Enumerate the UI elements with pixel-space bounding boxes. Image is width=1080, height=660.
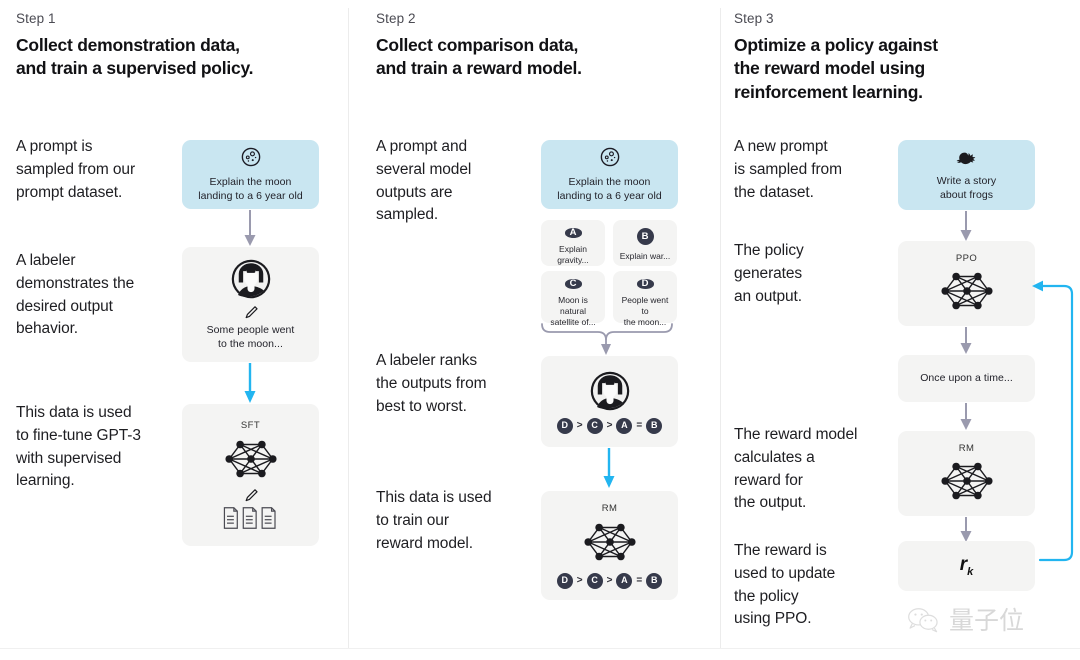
- rank-badge-2: C: [586, 417, 603, 434]
- step-2-output-d-text: People went to the moon...: [621, 294, 669, 327]
- rank-badge-3: A: [616, 417, 633, 434]
- rank-op-1: >: [576, 420, 583, 431]
- step-3-label: Step 3: [734, 11, 774, 26]
- step-2-paragraph-2: A labeler ranks the outputs from best to…: [376, 352, 487, 415]
- step-1-demonstration-card[interactable]: Some people went to the moon...: [182, 247, 319, 362]
- column-divider-2: [720, 8, 721, 648]
- rank-op-3: =: [636, 420, 643, 431]
- step-2-brace-arrow: [541, 323, 673, 355]
- badge-d: D: [636, 279, 654, 289]
- neural-network-icon: [940, 272, 993, 309]
- step-2-rm-card[interactable]: RM D >: [541, 491, 678, 600]
- step-3-reward-card[interactable]: rk: [898, 541, 1035, 591]
- step-1-column: Step 1 Collect demonstration data, and t…: [0, 0, 348, 660]
- badge-c: C: [564, 279, 582, 289]
- step-3-arrow-3: [960, 403, 972, 430]
- step-2-prompt-text: Explain the moon landing to a 6 year old: [557, 175, 662, 202]
- step-2-column: Step 2 Collect comparison data, and trai…: [348, 0, 720, 660]
- step-3-title: Optimize a policy against the reward mod…: [734, 35, 938, 102]
- labeler-avatar-icon: [231, 259, 270, 299]
- moon-icon: [241, 147, 260, 167]
- rm-rank-badge-1: D: [556, 572, 573, 589]
- rm-rank-op-3: =: [636, 575, 643, 586]
- step-2-output-d[interactable]: D People went to the moon...: [613, 271, 677, 327]
- step-2-rm-tag: RM: [601, 502, 618, 514]
- wechat-icon: [908, 608, 938, 633]
- badge-b: B: [636, 228, 654, 245]
- step-3-paragraph-3: The reward model calculates a reward for…: [734, 426, 858, 512]
- rm-rank-badge-2: C: [586, 572, 603, 589]
- rm-rank-op-1: >: [576, 575, 583, 586]
- step-3-column: Step 3 Optimize a policy against the rew…: [720, 0, 1080, 660]
- reward-symbol-base: r: [959, 554, 968, 576]
- step-1-paragraph-2: A labeler demonstrates the desired outpu…: [16, 252, 135, 338]
- step-2-title: Collect comparison data, and train a rew…: [376, 35, 582, 79]
- column-divider-1: [348, 8, 349, 648]
- step-2-output-a-text: Explain gravity...: [557, 243, 589, 265]
- rank-badge-4: B: [646, 417, 663, 434]
- reward-symbol-subscript: k: [967, 565, 974, 578]
- step-3-ppo-tag: PPO: [955, 252, 978, 264]
- step-2-output-c-text: Moon is natural satellite of...: [550, 294, 596, 327]
- frog-icon: [956, 152, 975, 164]
- reward-symbol: rk: [960, 554, 974, 578]
- neural-network-icon: [224, 440, 277, 478]
- step-3-rm-tag: RM: [958, 442, 975, 454]
- step-1-title: Collect demonstration data, and train a …: [16, 35, 254, 79]
- step-2-ranking-card[interactable]: D > C > A = B: [541, 356, 678, 447]
- step-2-output-c[interactable]: C Moon is natural satellite of...: [541, 271, 605, 327]
- step-1-demonstration-text: Some people went to the moon...: [206, 323, 295, 350]
- step-2-paragraph-3: This data is used to train our reward mo…: [376, 489, 492, 552]
- step-1-sft-tag: SFT: [240, 420, 261, 431]
- rm-rank-op-2: >: [606, 575, 613, 586]
- step-3-output-card[interactable]: Once upon a time...: [898, 355, 1035, 402]
- step-2-label: Step 2: [376, 11, 416, 26]
- step-3-ppo-card[interactable]: PPO: [898, 241, 1035, 326]
- documents-icon: [223, 507, 276, 529]
- step-3-new-prompt-text: Write a story about frogs: [936, 174, 997, 201]
- step-1-prompt-card[interactable]: Explain the moon landing to a 6 year old: [182, 140, 319, 209]
- bottom-rule: [0, 648, 1080, 649]
- step-1-sft-card[interactable]: SFT: [182, 404, 319, 546]
- step-2-output-b[interactable]: B Explain war...: [613, 220, 677, 266]
- step-2-output-a[interactable]: A Explain gravity...: [541, 220, 605, 266]
- step-3-paragraph-2: The policy generates an output.: [734, 242, 804, 305]
- step-2-arrow-blue: [603, 448, 615, 488]
- step-2-rm-ranking-row: D > C > A = B: [556, 572, 663, 589]
- step-3-arrow-2: [960, 327, 972, 354]
- pencil-icon: [245, 489, 258, 502]
- step-3-paragraph-4: The reward is used to update the policy …: [734, 542, 836, 628]
- step-1-paragraph-1: A prompt is sampled from our prompt data…: [16, 138, 136, 201]
- neural-network-icon: [940, 462, 993, 499]
- step-3-output-text: Once upon a time...: [920, 372, 1013, 385]
- step-2-ranking-row: D > C > A = B: [556, 417, 663, 434]
- step-2-paragraph-1: A prompt and several model outputs are s…: [376, 138, 472, 224]
- step-3-rm-card[interactable]: RM: [898, 431, 1035, 516]
- step-2-output-b-text: Explain war...: [619, 251, 671, 261]
- watermark: 量子位: [906, 606, 1024, 634]
- step-3-arrow-1: [960, 211, 972, 241]
- neural-network-icon: [583, 523, 636, 560]
- labeler-avatar-icon: [590, 371, 629, 410]
- rm-rank-badge-4: B: [646, 572, 663, 589]
- step-1-label: Step 1: [16, 11, 56, 26]
- step-1-arrow-2: [244, 363, 256, 403]
- watermark-text: 量子位: [949, 605, 1025, 635]
- step-3-new-prompt-card[interactable]: Write a story about frogs: [898, 140, 1035, 210]
- step-1-paragraph-3: This data is used to fine-tune GPT-3 wit…: [16, 404, 141, 490]
- moon-icon: [600, 147, 619, 167]
- step-3-arrow-4: [960, 517, 972, 542]
- step-1-prompt-text: Explain the moon landing to a 6 year old: [198, 175, 303, 202]
- step-2-prompt-card[interactable]: Explain the moon landing to a 6 year old: [541, 140, 678, 209]
- step-3-paragraph-1: A new prompt is sampled from the dataset…: [734, 138, 842, 201]
- rank-op-2: >: [606, 420, 613, 431]
- step-1-arrow-1: [244, 210, 256, 246]
- rank-badge-1: D: [556, 417, 573, 434]
- step-3-feedback-loop-arrow: [1032, 280, 1074, 562]
- rm-rank-badge-3: A: [616, 572, 633, 589]
- pencil-icon: [245, 306, 258, 319]
- badge-a: A: [564, 228, 582, 238]
